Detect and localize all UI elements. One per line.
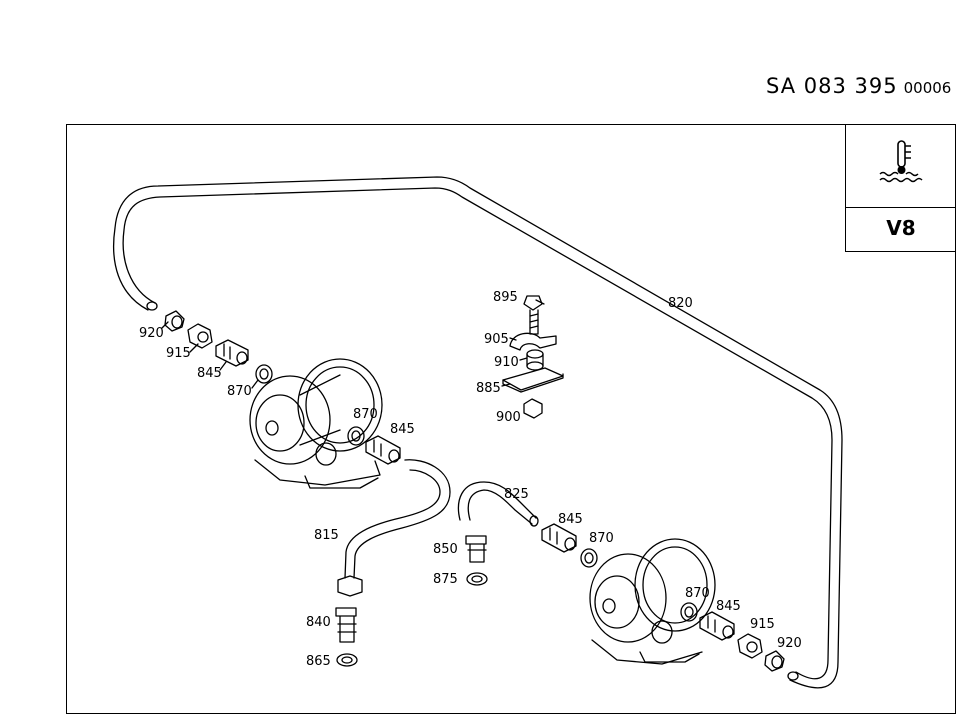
callout-875: 875: [433, 572, 458, 587]
legend-divider: [846, 207, 956, 208]
seal-870-lower: [680, 602, 698, 622]
callout-915-right: 915: [750, 617, 775, 632]
diagram-code-main: SA 083 395: [766, 74, 898, 98]
pipe-820-end-right: [787, 671, 799, 681]
callout-900: 900: [496, 410, 521, 425]
seal-865: [336, 653, 358, 667]
seal-870-mid: [347, 426, 365, 446]
seal-870-right: [580, 548, 598, 568]
pipe-820-end-left: [146, 301, 158, 311]
union-845-lower: [699, 611, 735, 641]
diagram-frame: [66, 124, 956, 714]
callout-870-right: 870: [589, 531, 614, 546]
fitting-920-left: [164, 310, 185, 332]
union-850: [465, 535, 487, 563]
diagram-code: SA 083 395 00006: [766, 74, 951, 98]
callout-915-left: 915: [166, 346, 191, 361]
spacer-910: [526, 349, 544, 371]
engine-label: V8: [886, 216, 916, 240]
pipe-825-inner: [457, 481, 537, 521]
pipe-820-inner: [112, 176, 843, 689]
nut-900: [523, 398, 543, 419]
callout-920-left: 920: [139, 326, 164, 341]
callout-870-mid: 870: [353, 407, 378, 422]
pipe-815: [344, 469, 441, 579]
turbocharger-right: [589, 538, 716, 665]
callout-865: 865: [306, 654, 331, 669]
callout-845-mid: 845: [390, 422, 415, 437]
callout-920-right: 920: [777, 636, 802, 651]
pipe-815-inner: [353, 459, 451, 579]
callout-885: 885: [476, 381, 501, 396]
clamp-905: [509, 332, 557, 351]
nut-915-left: [187, 323, 213, 349]
turbocharger-left: [249, 358, 383, 489]
callout-850: 850: [433, 542, 458, 557]
union-840: [335, 607, 357, 643]
callout-870-left: 870: [227, 384, 252, 399]
diagram-code-sub: 00006: [903, 79, 952, 97]
seal-870-left: [255, 364, 273, 384]
seal-875: [466, 572, 488, 586]
callout-845-lower: 845: [716, 599, 741, 614]
nut-815-end: [337, 575, 363, 597]
union-845-mid: [365, 435, 401, 465]
fitting-920-right: [764, 650, 785, 672]
callout-845-left: 845: [197, 366, 222, 381]
union-845-left: [215, 339, 249, 367]
callout-870-lower: 870: [685, 586, 710, 601]
callout-845-right: 845: [558, 512, 583, 527]
callout-820: 820: [668, 296, 693, 311]
coolant-temperature-icon: [879, 140, 923, 183]
pipe-825-end: [529, 515, 539, 527]
callout-895: 895: [493, 290, 518, 305]
callout-815: 815: [314, 528, 339, 543]
union-845-right: [541, 523, 577, 553]
legend-box: V8: [845, 124, 956, 252]
plate-885: [502, 367, 564, 393]
pipe-825: [467, 489, 533, 525]
callout-840: 840: [306, 615, 331, 630]
pipe-820: [122, 187, 833, 680]
callout-825: 825: [504, 487, 529, 502]
callout-910: 910: [494, 355, 519, 370]
nut-915-right: [737, 633, 763, 659]
callout-905: 905: [484, 332, 509, 347]
